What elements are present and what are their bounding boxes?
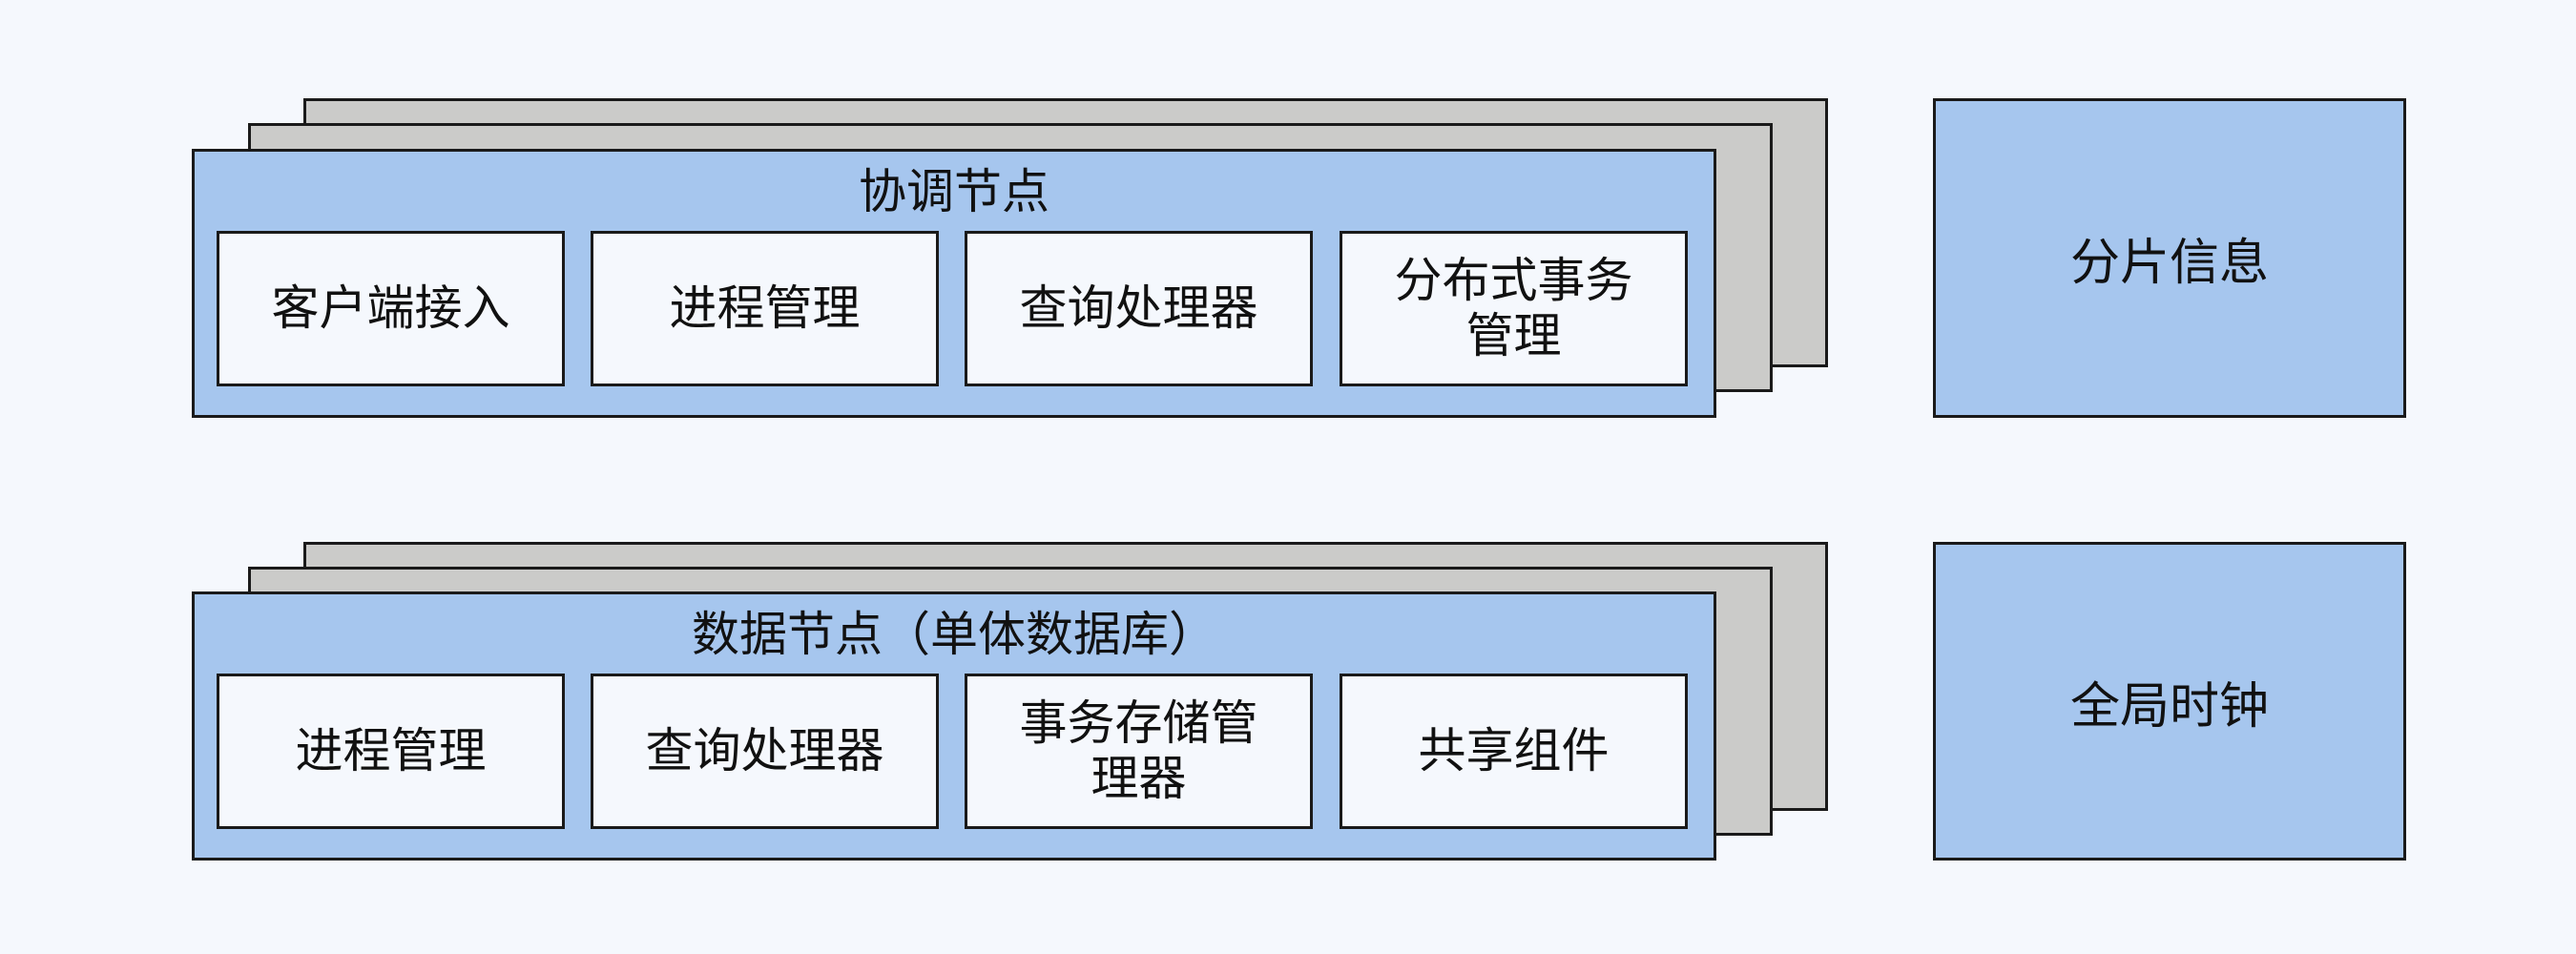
coordinator-component-process-management: 进程管理 bbox=[591, 231, 939, 386]
coordinator-component-query-processor: 查询处理器 bbox=[965, 231, 1313, 386]
shard-info-box: 分片信息 bbox=[1933, 98, 2406, 418]
datanode-component-shared: 共享组件 bbox=[1340, 674, 1688, 829]
data-node-title: 数据节点（单体数据库） bbox=[692, 607, 1216, 662]
coordinator-component-client-access: 客户端接入 bbox=[217, 231, 565, 386]
datanode-component-process-management: 进程管理 bbox=[217, 674, 565, 829]
coordinator-component-distributed-transaction: 分布式事务管理 bbox=[1340, 231, 1688, 386]
global-clock-box: 全局时钟 bbox=[1933, 542, 2406, 861]
datanode-component-transaction-storage: 事务存储管理器 bbox=[965, 674, 1313, 829]
coordinator-node-title: 协调节点 bbox=[859, 164, 1049, 219]
datanode-component-query-processor: 查询处理器 bbox=[591, 674, 939, 829]
